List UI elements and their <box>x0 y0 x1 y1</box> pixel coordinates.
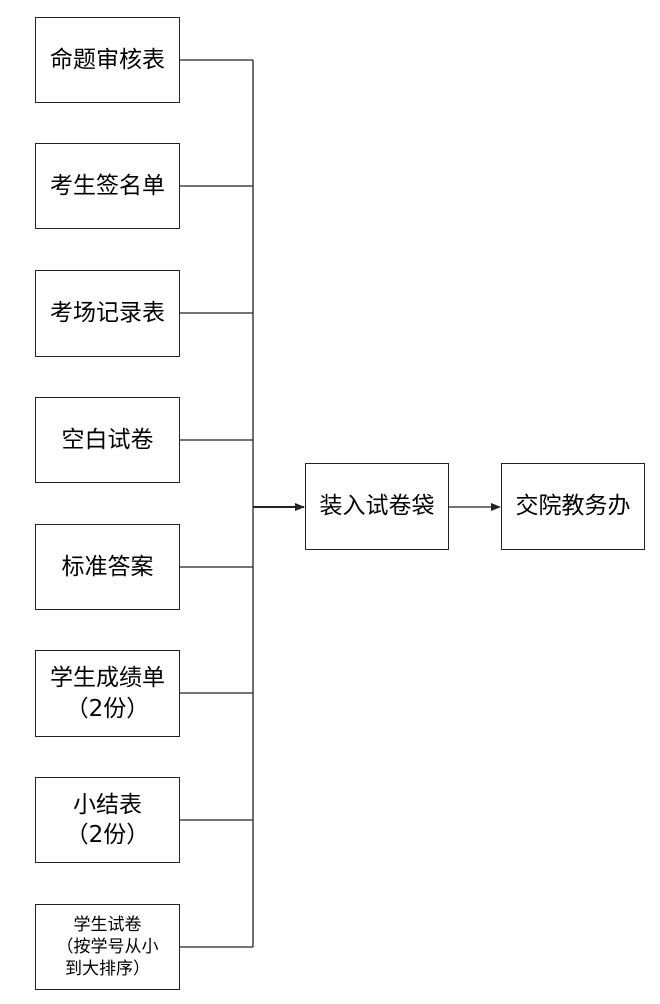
source-box: 小结表 （2份） <box>35 777 180 863</box>
office-box: 交院教务办 <box>501 463 645 550</box>
source-label: 考生签名单 <box>50 172 165 199</box>
source-box: 标准答案 <box>35 524 180 610</box>
source-box: 考生签名单 <box>35 143 180 229</box>
source-label: 学生成绩单 （2份） <box>50 665 165 722</box>
source-label: 标准答案 <box>61 553 154 580</box>
source-box: 学生成绩单 （2份） <box>35 650 180 737</box>
source-label: 命题审核表 <box>50 46 165 73</box>
source-box: 考场记录表 <box>35 270 180 357</box>
pack-box: 装入试卷袋 <box>305 463 449 550</box>
pack-label: 装入试卷袋 <box>319 493 435 520</box>
source-box: 空白试卷 <box>35 397 180 483</box>
source-label: 空白试卷 <box>61 426 154 453</box>
source-box: 命题审核表 <box>35 17 180 103</box>
office-label: 交院教务办 <box>515 493 631 520</box>
source-box: 学生试卷 （按学号从小 到大排序） <box>35 904 180 990</box>
source-label: 小结表 （2份） <box>65 791 150 848</box>
source-label: 学生试卷 （按学号从小 到大排序） <box>56 914 159 980</box>
source-label: 考场记录表 <box>50 300 165 327</box>
